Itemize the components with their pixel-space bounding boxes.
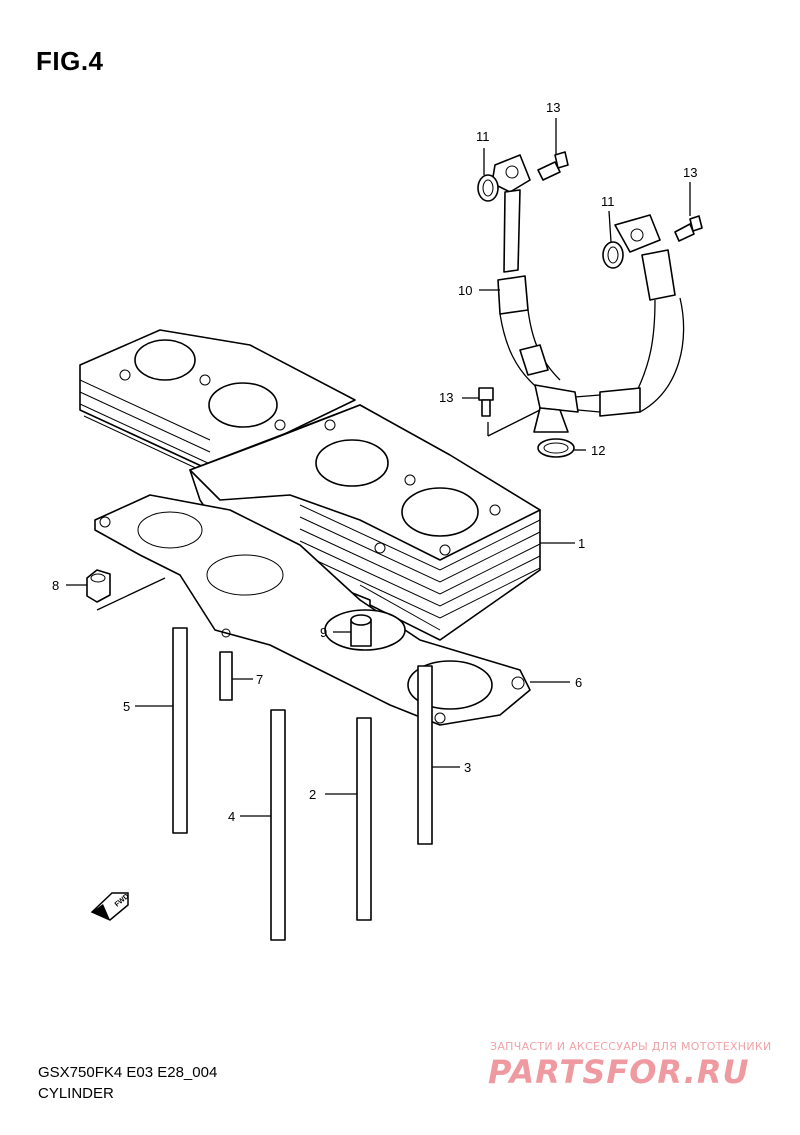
callout-3: 3 xyxy=(464,760,471,775)
callout-6: 6 xyxy=(575,675,582,690)
stud-5 xyxy=(172,627,188,834)
o-ring-11-left xyxy=(477,174,499,202)
o-ring-11-right-inner xyxy=(607,246,619,264)
watermark-tagline: ЗАПЧАСТИ И АКСЕССУАРЫ ДЛЯ МОТОТЕХНИКИ xyxy=(490,1040,772,1053)
o-ring-11-left-inner xyxy=(482,179,494,197)
callout-11-left: 11 xyxy=(476,129,490,144)
callout-13-right: 13 xyxy=(683,165,697,180)
callout-4: 4 xyxy=(228,809,235,824)
bolt-13-right xyxy=(674,215,703,242)
callout-13-mid: 13 xyxy=(439,390,453,405)
stud-4 xyxy=(270,709,286,941)
stud-2 xyxy=(356,717,372,921)
callout-7: 7 xyxy=(256,672,263,687)
dowel-pin-7 xyxy=(219,651,233,701)
cylinder-block xyxy=(79,329,541,641)
figure-caption: CYLINDER xyxy=(38,1085,114,1102)
figure-title: FIG.4 xyxy=(36,46,104,76)
leader-lines xyxy=(66,118,691,817)
model-code: GSX750FK4 E03 E28_004 xyxy=(38,1064,218,1081)
o-ring-11-right xyxy=(602,241,624,269)
callout-2: 2 xyxy=(309,787,316,802)
watermark-logo: PARTSFOR.RU xyxy=(488,1053,750,1091)
callout-10: 10 xyxy=(458,283,472,298)
dowel-pin-9 xyxy=(350,614,372,647)
callout-13-top: 13 xyxy=(546,100,560,115)
callout-5: 5 xyxy=(123,699,130,714)
nut-8 xyxy=(86,569,111,603)
callout-11-right: 11 xyxy=(601,194,615,209)
callout-1: 1 xyxy=(578,536,585,551)
callout-8: 8 xyxy=(52,578,59,593)
oil-hose-assembly xyxy=(491,154,685,433)
callout-12: 12 xyxy=(591,443,605,458)
fwd-arrow-icon xyxy=(90,892,129,921)
o-ring-12-inner xyxy=(543,442,569,454)
stud-3 xyxy=(417,665,433,845)
bolt-13-top xyxy=(537,151,569,181)
bolt-13-mid xyxy=(478,387,494,417)
callout-9: 9 xyxy=(320,625,327,640)
o-ring-12 xyxy=(537,438,575,458)
